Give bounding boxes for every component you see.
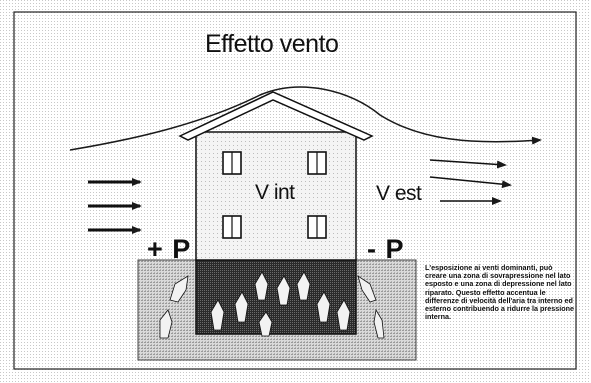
external-velocity-label: V est bbox=[376, 182, 422, 205]
outgoing-wind-arrows bbox=[429, 159, 512, 205]
soil-side-plumes bbox=[159, 275, 385, 339]
explanation-note: L'esposizione ai venti dominanti, può cr… bbox=[425, 263, 574, 322]
incoming-wind-arrows bbox=[88, 178, 142, 234]
diagram-title: Effetto vento bbox=[205, 30, 339, 58]
house-roof bbox=[178, 91, 374, 141]
overpressure-label: + P bbox=[147, 234, 192, 264]
house-windows bbox=[222, 151, 327, 239]
depression-label: - P bbox=[367, 234, 405, 264]
soil-gas-plumes bbox=[210, 271, 351, 337]
wind-streamline bbox=[69, 86, 542, 151]
frame-border bbox=[13, 11, 577, 370]
internal-velocity-label: V int bbox=[255, 181, 295, 204]
